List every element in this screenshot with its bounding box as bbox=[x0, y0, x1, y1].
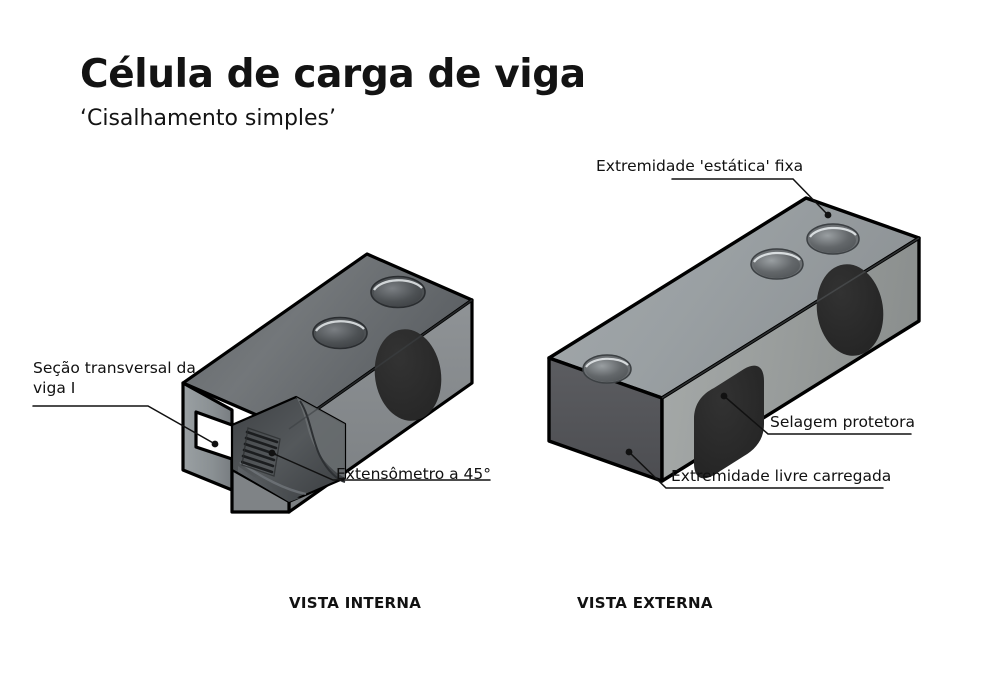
external-top-front-edge bbox=[661, 237, 920, 399]
leader-strain-gauge bbox=[271, 452, 491, 481]
external-protective-seal bbox=[694, 365, 764, 479]
leader-free-end bbox=[628, 451, 884, 489]
external-mounting-hole-3 bbox=[806, 223, 860, 255]
callout-protective-seal: Selagem protetora bbox=[770, 413, 915, 431]
leader-dot-strain-gauge bbox=[268, 449, 276, 457]
hole-rim-highlight bbox=[315, 320, 365, 332]
leader-dot-protective-seal bbox=[720, 392, 728, 400]
caption-external-view: VISTA EXTERNA bbox=[577, 594, 713, 612]
cavity-floor bbox=[238, 466, 300, 502]
i-beam-cut-profile bbox=[181, 381, 234, 492]
strain-gauge-outline bbox=[241, 427, 281, 477]
callout-cross-section: Seção transversal da viga I bbox=[33, 359, 196, 398]
leader-dots bbox=[211, 211, 832, 457]
external-end-seal bbox=[816, 264, 884, 356]
internal-top-front-edge bbox=[288, 299, 473, 430]
hole-rim-highlight bbox=[585, 357, 629, 368]
external-mounting-hole-2 bbox=[750, 248, 804, 280]
leader-cross-section bbox=[32, 405, 216, 445]
leader-dot-static-end bbox=[824, 211, 832, 219]
hole-rim-highlight bbox=[753, 251, 801, 263]
internal-protective-seal bbox=[374, 329, 442, 421]
page-subtitle: ‘Cisalhamento simples’ bbox=[80, 106, 337, 131]
leader-dot-cross-section bbox=[211, 440, 219, 448]
leader-static-end bbox=[671, 178, 829, 216]
leader-dot-free-end bbox=[625, 448, 633, 456]
hole-rim-highlight bbox=[809, 226, 857, 238]
caption-internal-view: VISTA INTERNA bbox=[289, 594, 422, 612]
callout-free-end: Extremidade livre carregada bbox=[671, 467, 892, 485]
callout-static-end: Extremidade 'estática' fixa bbox=[596, 157, 804, 175]
internal-mounting-hole-2 bbox=[370, 275, 426, 309]
external-mounting-hole-1 bbox=[582, 354, 632, 384]
internal-view-graphic bbox=[181, 252, 474, 514]
callout-strain-gauge: Extensômetro a 45° bbox=[336, 465, 492, 483]
leader-lines bbox=[32, 178, 912, 489]
internal-mounting-hole-1 bbox=[312, 316, 368, 350]
hole-rim-highlight bbox=[373, 279, 423, 291]
page-title: Célula de carga de viga bbox=[80, 52, 586, 97]
external-view-graphic bbox=[547, 196, 921, 483]
leader-protective-seal bbox=[723, 395, 912, 435]
